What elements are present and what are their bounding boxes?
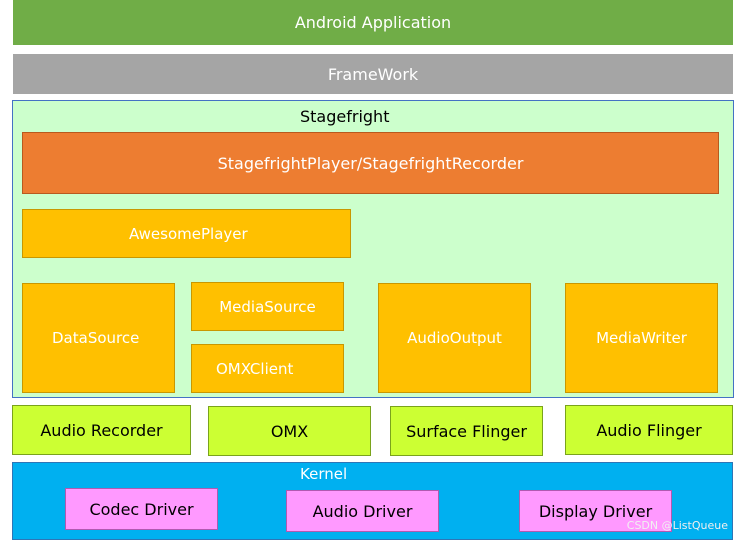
kernel-title: Kernel	[300, 465, 348, 483]
android-application-layer: Android Application	[13, 0, 733, 45]
framework-layer: FrameWork	[13, 54, 733, 94]
data-source-box: DataSource	[22, 283, 175, 393]
audio-driver-box: Audio Driver	[286, 490, 439, 532]
stagefright-player-recorder-box: StagefrightPlayer/StagefrightRecorder	[22, 132, 719, 194]
media-source-box: MediaSource	[191, 282, 344, 331]
audio-recorder-box: Audio Recorder	[12, 405, 191, 455]
awesome-player-box: AwesomePlayer	[22, 209, 351, 258]
omx-client-box: OMXClient	[191, 344, 344, 393]
omx-box: OMX	[208, 406, 371, 456]
media-writer-box: MediaWriter	[565, 283, 718, 393]
stagefright-title: Stagefright	[300, 107, 390, 126]
audio-flinger-box: Audio Flinger	[565, 405, 733, 455]
surface-flinger-box: Surface Flinger	[390, 406, 543, 456]
display-driver-box: Display Driver	[519, 490, 672, 532]
codec-driver-box: Codec Driver	[65, 488, 218, 530]
audio-output-box: AudioOutput	[378, 283, 531, 393]
watermark: CSDN @ListQueue	[626, 519, 728, 532]
